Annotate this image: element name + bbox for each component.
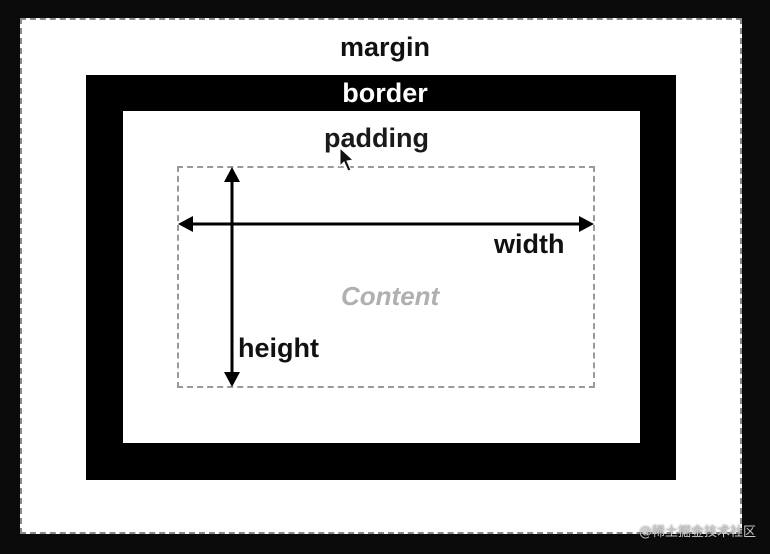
width-label: width: [494, 229, 565, 259]
margin-label: margin: [339, 32, 431, 62]
content-area: [177, 166, 595, 388]
content-label: Content: [341, 281, 440, 311]
mouse-cursor-icon: [339, 146, 355, 172]
height-arrow-icon: [224, 167, 240, 387]
watermark: @稀土掘金技术社区: [638, 525, 756, 540]
padding-label: padding: [324, 123, 429, 153]
width-arrow-icon: [178, 216, 594, 232]
height-label: height: [238, 333, 319, 363]
border-label: border: [342, 78, 428, 108]
